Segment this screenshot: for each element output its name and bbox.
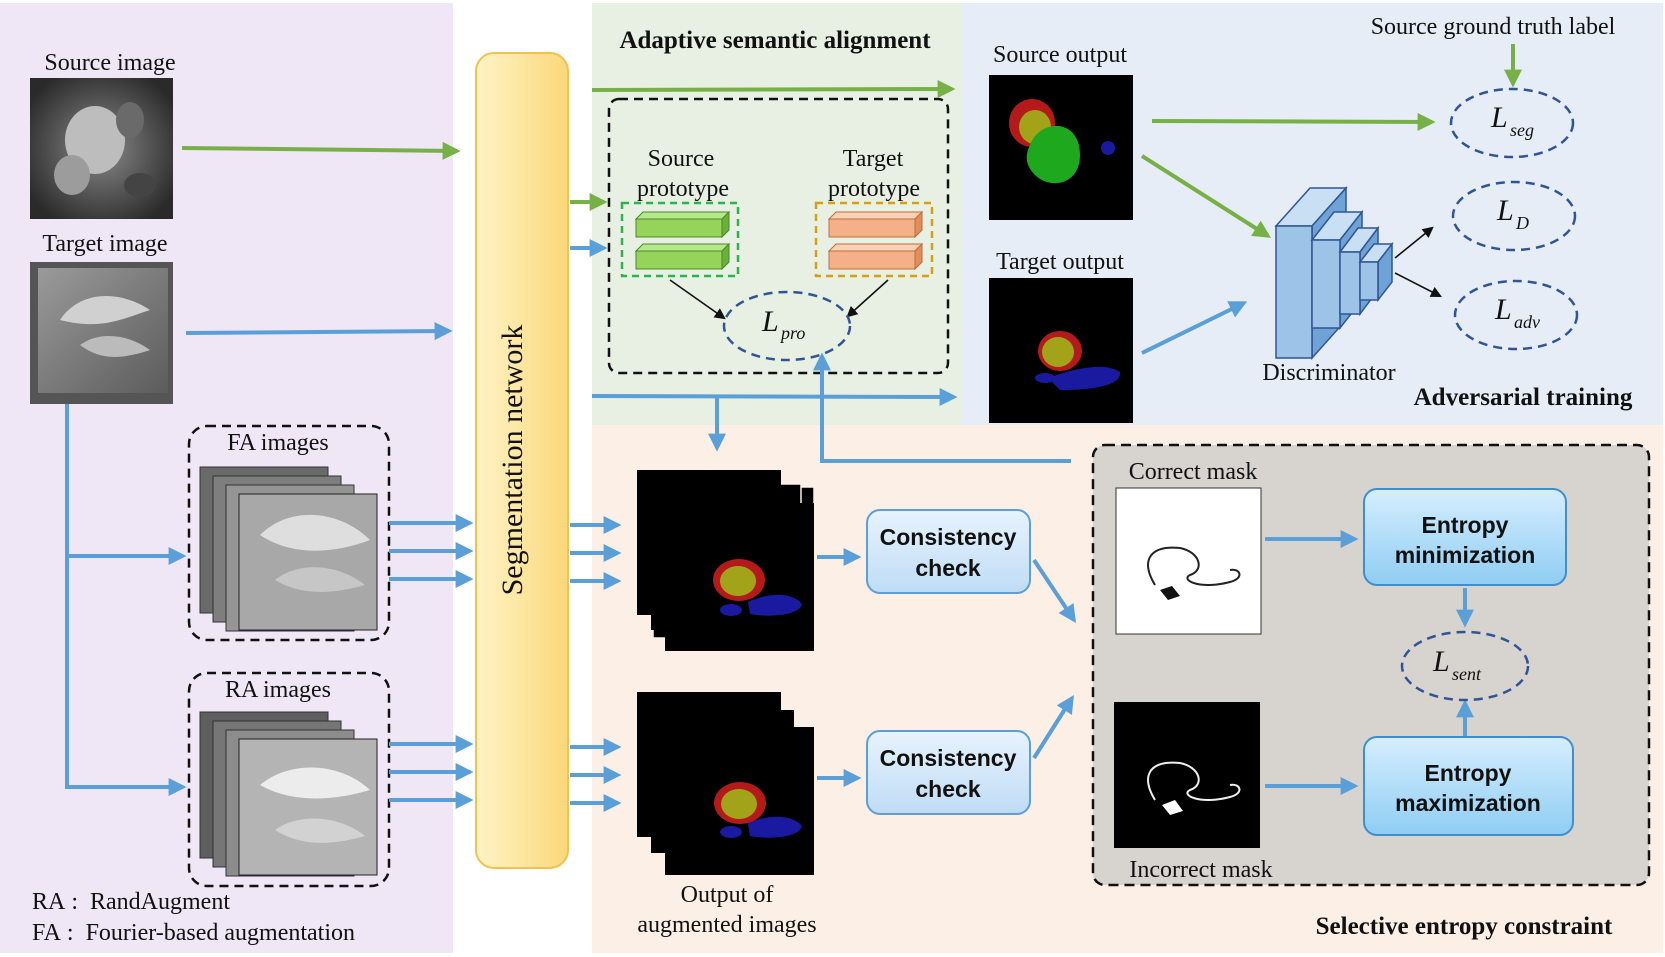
correct-mask-image [1115,487,1262,635]
source-feature-arrow [591,80,956,99]
incorrect-feedback-arrow [813,352,1071,463]
adaptive-title: Adaptive semantic alignment [619,27,931,54]
source-prototype-label-2: prototype [637,176,729,202]
segmentation-network [475,52,569,869]
source-output-image [989,75,1133,220]
loss-d: L D [1451,180,1577,252]
fa-images-box [187,424,391,642]
entropy-max-line2: maximization [1395,790,1541,816]
consistency-check-top-line1: Consistency [880,524,1017,550]
loss-d-sub: D [1515,213,1529,233]
legend-ra: RA : RandAugment [32,889,230,915]
augmented-output-label-2: augmented images [637,912,816,938]
target-to-lpro-arrow [846,279,889,318]
segmentation-network-label: Segmentation network [496,325,529,596]
ra-images-box [187,671,391,888]
source-image-label: Source image [44,50,175,76]
augmented-output-top [637,470,815,651]
input-arrows [65,141,474,809]
loss-adv-sub: adv [1514,312,1540,332]
loss-sent-main: L [1432,645,1450,678]
consistency-check-top-line2: check [915,555,980,581]
target-prototype-box [814,201,934,278]
loss-seg-sub: seg [1510,120,1534,140]
entropy-maximization: Entropy maximization [1363,736,1574,836]
ra-images-label: RA images [225,677,331,703]
loss-seg-main: L [1490,101,1508,134]
entropy-max-line1: Entropy [1425,760,1512,786]
target-output-image [989,278,1133,423]
fa-images-label: FA images [227,430,329,456]
target-output-label: Target output [996,249,1124,275]
discriminator [1274,186,1394,360]
augmented-output-bottom [637,692,814,875]
ground-truth-label: Source ground truth label [1371,14,1616,40]
loss-adv: L adv [1453,279,1579,351]
target-feature-arrow [591,387,958,406]
source-prototype-label-1: Source [648,146,715,172]
check-to-masks-arrow-1 [1032,558,1076,623]
loss-pro-main: L [761,305,779,338]
target-image-label: Target image [42,231,167,257]
augmented-output-label-1: Output of [681,882,774,908]
prototype-box [607,97,950,375]
source-prototype-box [620,201,740,278]
consistency-check-bottom-line1: Consistency [880,745,1017,771]
disc-to-ld-arrow [1394,226,1434,259]
loss-sent: L sent [1400,630,1530,702]
legend-fa: FA : Fourier-based augmentation [32,920,355,946]
loss-pro-sub: pro [779,323,805,343]
target-output-to-disc-arrow [1141,301,1248,355]
target-prototype-label-2: prototype [828,176,920,202]
loss-sent-sub: sent [1452,664,1482,684]
incorrect-mask-label: Incorrect mask [1129,857,1272,883]
source-output-label: Source output [993,42,1127,68]
incorrect-mask-image [1114,702,1260,848]
entropy-min-line2: minimization [1395,542,1536,568]
fa-image-stack [199,466,378,632]
loss-d-main: L [1496,194,1514,227]
source-prototype-blocks [634,210,731,271]
source-output-to-disc-arrow [1140,154,1272,238]
selective-title: Selective entropy constraint [1316,913,1613,940]
source-image [30,78,173,219]
source-output-to-lseg-arrow [1151,112,1436,131]
target-image [30,262,173,404]
loss-adv-main: L [1494,293,1512,326]
consistency-check-bottom: Consistency check [866,730,1031,815]
adversarial-title: Adversarial training [1414,384,1633,411]
consistency-check-bottom-line2: check [915,776,980,802]
target-prototype-label-1: Target [843,146,904,172]
source-to-lpro-arrow [669,279,726,320]
ra-image-stack [199,711,378,877]
disc-to-ladv-arrow [1394,272,1442,298]
consistency-check-top: Consistency check [866,509,1031,594]
correct-mask-label: Correct mask [1129,459,1258,485]
entropy-minimization: Entropy minimization [1363,488,1567,586]
loss-seg: L seg [1449,87,1575,159]
loss-pro: L pro [722,290,852,362]
discriminator-label: Discriminator [1262,360,1395,386]
check-to-masks-arrow-2 [1032,694,1074,760]
entropy-min-line1: Entropy [1422,512,1509,538]
target-prototype-blocks [827,210,924,271]
